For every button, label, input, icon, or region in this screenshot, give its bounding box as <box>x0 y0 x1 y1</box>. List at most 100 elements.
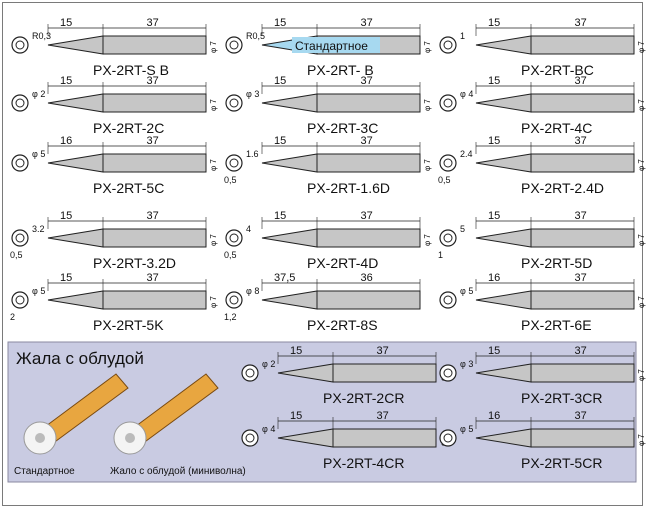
dim-tip-size: 4 <box>246 224 251 234</box>
tinned-title: Жала с облудой <box>16 349 144 368</box>
wave-tip-illustration <box>113 373 219 455</box>
dim-shank-diameter: φ 7 <box>637 99 646 111</box>
end-view-inner <box>229 158 239 168</box>
standard-badge <box>292 37 380 53</box>
tip-model-label: PX-2RT-5CR <box>521 455 602 471</box>
tip-end-core <box>35 433 45 443</box>
tip-taper <box>261 153 318 173</box>
tip-shank <box>332 428 437 448</box>
tip-model-label: PX-2RT-6E <box>521 317 592 333</box>
dim-shank-diameter: φ 7 <box>209 159 218 171</box>
dim-shank-length: 37 <box>147 75 159 87</box>
dim-tip-length: 15 <box>274 210 286 222</box>
dim-tip-width: 0,5 <box>10 250 23 260</box>
dim-shank-length: 37 <box>361 135 373 147</box>
dim-shank-length: 37 <box>575 17 587 29</box>
dim-tip-length: 15 <box>488 75 500 87</box>
dim-shank-length: 37 <box>377 410 389 422</box>
dim-shank-diameter: φ 7 <box>423 159 432 171</box>
dim-tip-width: 0,5 <box>224 250 237 260</box>
tip-shank <box>102 153 207 173</box>
dim-tip-size: φ 4 <box>460 89 473 99</box>
dim-shank-length: 37 <box>575 410 587 422</box>
dim-shank-length: 37 <box>377 345 389 357</box>
end-view-inner <box>229 233 239 243</box>
dim-tip-size: φ 2 <box>32 89 45 99</box>
dim-shank-diameter: φ 7 <box>209 234 218 246</box>
tip-taper <box>475 363 532 383</box>
dim-tip-size: φ 4 <box>262 424 275 434</box>
tip-shank <box>530 35 635 55</box>
tip-model-label: PX-2RT-4CR <box>323 455 404 471</box>
end-view-inner <box>443 158 453 168</box>
dim-tip-size: φ 2 <box>262 359 275 369</box>
tip-shank <box>102 228 207 248</box>
tip-model-label: PX-2RT-2CR <box>323 390 404 406</box>
tip-taper <box>261 93 318 113</box>
dim-tip-size: R0,5 <box>246 31 265 41</box>
dim-shank-length: 37 <box>147 135 159 147</box>
dim-shank-length: 37 <box>575 345 587 357</box>
tip-model-label: PX-2RT-2C <box>93 120 164 136</box>
dim-shank-length: 37 <box>147 210 159 222</box>
tip-model-label: PX-2RT-3.2D <box>93 255 176 271</box>
dim-tip-size: 5 <box>460 224 465 234</box>
tip-taper <box>47 93 104 113</box>
dim-tip-width: 1 <box>438 250 443 260</box>
tip-shank <box>530 363 635 383</box>
end-view-inner <box>443 233 453 243</box>
end-view-inner <box>443 368 453 378</box>
dim-tip-length: 15 <box>290 410 302 422</box>
end-view-inner <box>229 40 239 50</box>
dim-shank-diameter: φ 7 <box>637 296 646 308</box>
dim-tip-length: 15 <box>488 17 500 29</box>
tip-shank <box>316 290 421 310</box>
tip-taper <box>475 93 532 113</box>
end-view-inner <box>443 98 453 108</box>
tip-taper <box>261 290 318 310</box>
dim-tip-length: 16 <box>60 135 72 147</box>
tip-shank <box>102 290 207 310</box>
dim-shank-diameter: φ 7 <box>637 41 646 53</box>
tip-shank <box>102 93 207 113</box>
tip-model-label: PX-2RT-4D <box>307 255 378 271</box>
dim-tip-length: 16 <box>488 272 500 284</box>
tip-model-label: PX-2RT-5C <box>93 180 164 196</box>
dim-shank-diameter: φ 7 <box>209 99 218 111</box>
dim-shank-length: 37 <box>575 210 587 222</box>
dim-tip-length: 15 <box>488 210 500 222</box>
end-view-inner <box>229 295 239 305</box>
tip-shank <box>530 428 635 448</box>
dim-shank-length: 37 <box>361 75 373 87</box>
tip-shank <box>332 363 437 383</box>
dim-tip-length: 37,5 <box>274 272 295 284</box>
end-view-inner <box>245 368 255 378</box>
end-view-inner <box>229 98 239 108</box>
tip-shank <box>530 228 635 248</box>
end-view-inner <box>443 295 453 305</box>
dim-shank-length: 36 <box>361 272 373 284</box>
dim-shank-diameter: φ 7 <box>209 296 218 308</box>
end-view-inner <box>15 98 25 108</box>
dim-shank-length: 37 <box>575 272 587 284</box>
end-view-inner <box>443 433 453 443</box>
tip-taper <box>47 153 104 173</box>
dim-shank-length: 37 <box>147 17 159 29</box>
tip-taper <box>47 228 104 248</box>
tip-model-label: PX-2RT-5K <box>93 317 164 333</box>
tip-taper <box>475 228 532 248</box>
tip-shank <box>316 228 421 248</box>
tip-model-label: PX-2RT-1.6D <box>307 180 390 196</box>
end-view-inner <box>15 295 25 305</box>
